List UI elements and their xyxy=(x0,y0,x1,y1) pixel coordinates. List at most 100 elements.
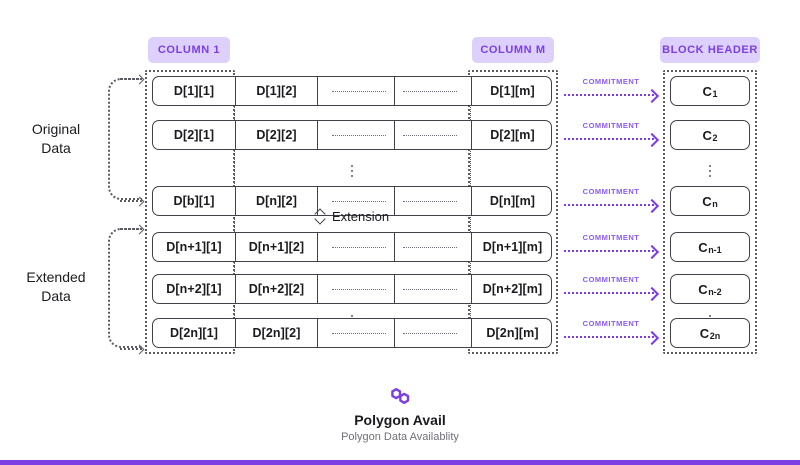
data-cell-ellipsis xyxy=(394,121,471,149)
data-row-2n[interactable]: D[2n][1] D[2n][2] D[2n][m] xyxy=(152,318,552,348)
data-cell: D[2][1] xyxy=(173,128,215,142)
brand-name: Polygon Avail xyxy=(354,412,446,428)
extended-data-arrow-top xyxy=(120,228,142,230)
data-row-2[interactable]: D[2][1] D[2][2] D[2][m] xyxy=(152,120,552,150)
data-cell: D[2n][1] xyxy=(169,326,219,340)
data-cell: D[2][2] xyxy=(235,121,317,149)
commitment-box-label: C xyxy=(702,193,712,209)
data-row-1[interactable]: D[1][1] D[1][2] D[1][m] xyxy=(152,76,552,106)
horizontal-dots-icon xyxy=(403,332,457,334)
commitment-arrow-2: COMMITMENT xyxy=(562,121,660,153)
commitment-box-subscript: 2 xyxy=(712,133,718,143)
extended-data-arrow-bottom xyxy=(120,348,142,350)
arrow-right-icon xyxy=(564,336,654,338)
data-cell: D[2n][2] xyxy=(235,319,317,347)
commitment-arrow-n: COMMITMENT xyxy=(562,187,660,219)
horizontal-dots-icon xyxy=(332,332,386,334)
vertical-ellipsis-original xyxy=(338,158,366,184)
commitment-box-subscript: 2n xyxy=(709,331,721,341)
commitment-box-label: C xyxy=(702,127,712,143)
data-row-n-plus-2[interactable]: D[n+2][1] D[n+2][2] D[n+2][m] xyxy=(152,274,552,304)
commitment-label: COMMITMENT xyxy=(582,275,640,284)
arrow-right-icon xyxy=(564,292,654,294)
horizontal-dots-icon xyxy=(403,90,457,92)
data-cell-ellipsis xyxy=(394,319,471,347)
data-cell: D[n][2] xyxy=(235,187,317,215)
data-cell-ellipsis xyxy=(394,233,471,261)
data-row-n-plus-1[interactable]: D[n+1][1] D[n+1][2] D[n+1][m] xyxy=(152,232,552,262)
commitment-box-subscript: n xyxy=(712,199,718,209)
data-cell-ellipsis xyxy=(317,233,394,261)
bottom-accent-bar xyxy=(0,460,800,465)
footer: Polygon Avail Polygon Data Availablity xyxy=(0,386,800,443)
commitment-label: COMMITMENT xyxy=(582,233,640,242)
data-cell: D[2n][m] xyxy=(471,319,553,347)
extension-divider: Extension xyxy=(152,204,552,228)
up-down-arrow-icon xyxy=(315,209,326,224)
horizontal-dots-icon xyxy=(403,134,457,136)
extended-data-brace xyxy=(108,228,142,348)
original-data-label: Original Data xyxy=(6,120,106,158)
horizontal-dots-icon xyxy=(403,246,457,248)
data-cell-ellipsis xyxy=(317,121,394,149)
extension-label: Extension xyxy=(331,208,390,224)
data-cell: D[1][2] xyxy=(235,77,317,105)
commitment-box-label: C xyxy=(699,325,710,341)
commitment-arrow-n-1: COMMITMENT xyxy=(562,233,660,265)
commitment-box-label: C xyxy=(698,239,708,255)
data-row-n[interactable]: D[b][1] D[n][2] D[n][m] xyxy=(152,186,552,216)
extended-data-label-line1: Extended xyxy=(26,269,86,285)
commitment-box-subscript: n-1 xyxy=(708,245,722,255)
original-data-arrow-bottom xyxy=(120,200,142,202)
extended-data-label: Extended Data xyxy=(6,268,106,306)
original-data-brace xyxy=(108,78,142,200)
vertical-ellipsis-header-original xyxy=(696,158,724,184)
horizontal-dots-icon xyxy=(332,288,386,290)
data-cell: D[n+2][1] xyxy=(166,282,222,296)
brand-tagline: Polygon Data Availablity xyxy=(341,431,459,443)
original-data-label-line1: Original xyxy=(31,121,81,137)
commitment-box-label: C xyxy=(702,83,712,99)
column-header-badge-column-1: COLUMN 1 xyxy=(148,37,230,63)
commitment-label: COMMITMENT xyxy=(582,121,640,130)
data-cell-ellipsis xyxy=(317,275,394,303)
original-data-arrow-top xyxy=(120,78,142,80)
arrow-right-icon xyxy=(564,138,654,140)
arrow-right-icon xyxy=(564,94,654,96)
data-cell: D[n+2][2] xyxy=(235,275,317,303)
original-data-label-line2: Data xyxy=(41,140,71,156)
horizontal-dots-icon xyxy=(403,288,457,290)
column-header-badge-column-m: COLUMN M xyxy=(472,37,554,63)
data-cell: D[n+1][m] xyxy=(471,233,553,261)
commitment-label: COMMITMENT xyxy=(582,187,640,196)
data-cell-ellipsis xyxy=(394,275,471,303)
horizontal-dots-icon xyxy=(332,134,386,136)
data-cell: D[n+2][m] xyxy=(471,275,553,303)
extended-data-label-line2: Data xyxy=(41,288,71,304)
data-cell-ellipsis xyxy=(317,77,394,105)
commitment-box-subscript: 1 xyxy=(712,89,718,99)
arrow-right-icon xyxy=(564,250,654,252)
data-cell: D[b][1] xyxy=(173,194,215,208)
block-header-group-outline xyxy=(663,70,757,354)
horizontal-dots-icon xyxy=(403,200,457,202)
data-cell-ellipsis xyxy=(317,187,394,215)
horizontal-dots-icon xyxy=(332,200,386,202)
arrow-right-icon xyxy=(564,204,654,206)
data-cell-ellipsis xyxy=(394,187,471,215)
commitment-box-subscript: n-2 xyxy=(708,287,722,297)
horizontal-dots-icon xyxy=(332,90,386,92)
data-cell: D[n+1][1] xyxy=(166,240,222,254)
horizontal-dots-icon xyxy=(332,246,386,248)
commitment-box-label: C xyxy=(698,281,708,297)
data-cell-ellipsis xyxy=(317,319,394,347)
commitment-arrow-1: COMMITMENT xyxy=(562,77,660,109)
data-cell: D[n+1][2] xyxy=(235,233,317,261)
